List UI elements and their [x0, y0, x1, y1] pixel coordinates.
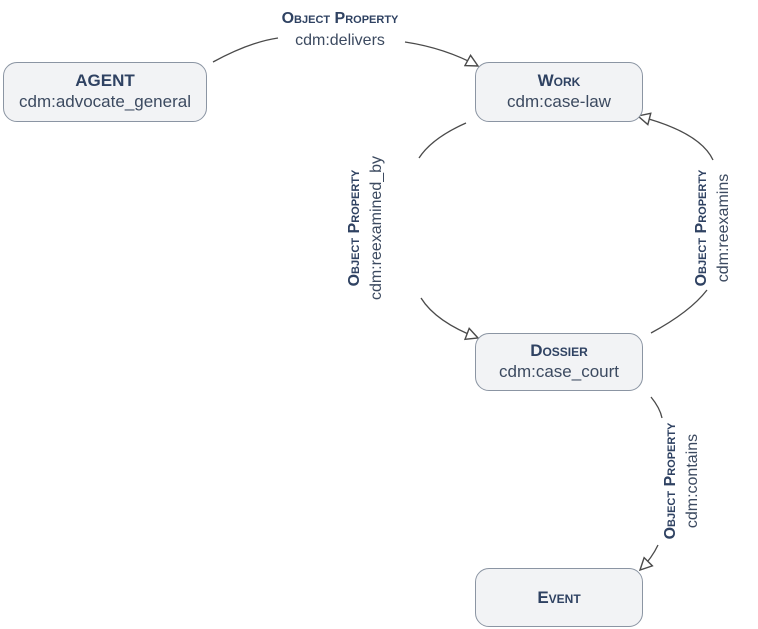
edge-delivers-line: [212, 37, 279, 63]
edge-reexamined-by-line: [418, 122, 467, 159]
node-event-type: Event: [537, 587, 581, 607]
edge-contains-name: cdm:contains: [684, 433, 701, 529]
edge-reexamins-name: cdm:reexamins: [715, 173, 732, 283]
edge-label-contains: Object Property cdm:contains: [660, 411, 704, 551]
edge-delivers-name: cdm:delivers: [295, 32, 385, 49]
node-agent-name: cdm:advocate_general: [18, 92, 191, 111]
edge-reexamined-by-kind: Object Property: [346, 169, 363, 287]
node-dossier[interactable]: Dossier cdm:case_court: [475, 333, 643, 391]
edge-delivers-kind: Object Property: [281, 10, 399, 27]
node-work-type: Work: [537, 71, 581, 90]
edge-delivers-arrow: [404, 41, 478, 66]
node-event[interactable]: Event: [475, 568, 643, 627]
node-work-name: cdm:case-law: [507, 92, 611, 111]
edge-reexamins-kind: Object Property: [693, 169, 710, 287]
edge-label-reexamins: Object Property cdm:reexamins: [691, 153, 735, 303]
node-agent[interactable]: AGENT cdm:advocate_general: [3, 62, 207, 122]
edge-label-delivers: Object Property cdm:delivers: [240, 8, 440, 52]
edge-contains-arrow: [640, 544, 659, 570]
node-work[interactable]: Work cdm:case-law: [475, 62, 643, 122]
edge-reexamined-by-arrow: [420, 297, 478, 338]
node-dossier-type: Dossier: [530, 341, 588, 360]
edge-contains-line: [650, 396, 663, 419]
edge-label-reexamined-by: Object Property cdm:reexamined_by: [344, 153, 388, 303]
edge-contains-kind: Object Property: [662, 422, 679, 540]
edge-reexamins-line: [650, 289, 708, 334]
node-dossier-name: cdm:case_court: [499, 362, 619, 381]
node-agent-type: AGENT: [75, 71, 135, 90]
edge-reexamined-by-name: cdm:reexamined_by: [368, 155, 385, 301]
edge-reexamins-arrow: [638, 116, 714, 161]
